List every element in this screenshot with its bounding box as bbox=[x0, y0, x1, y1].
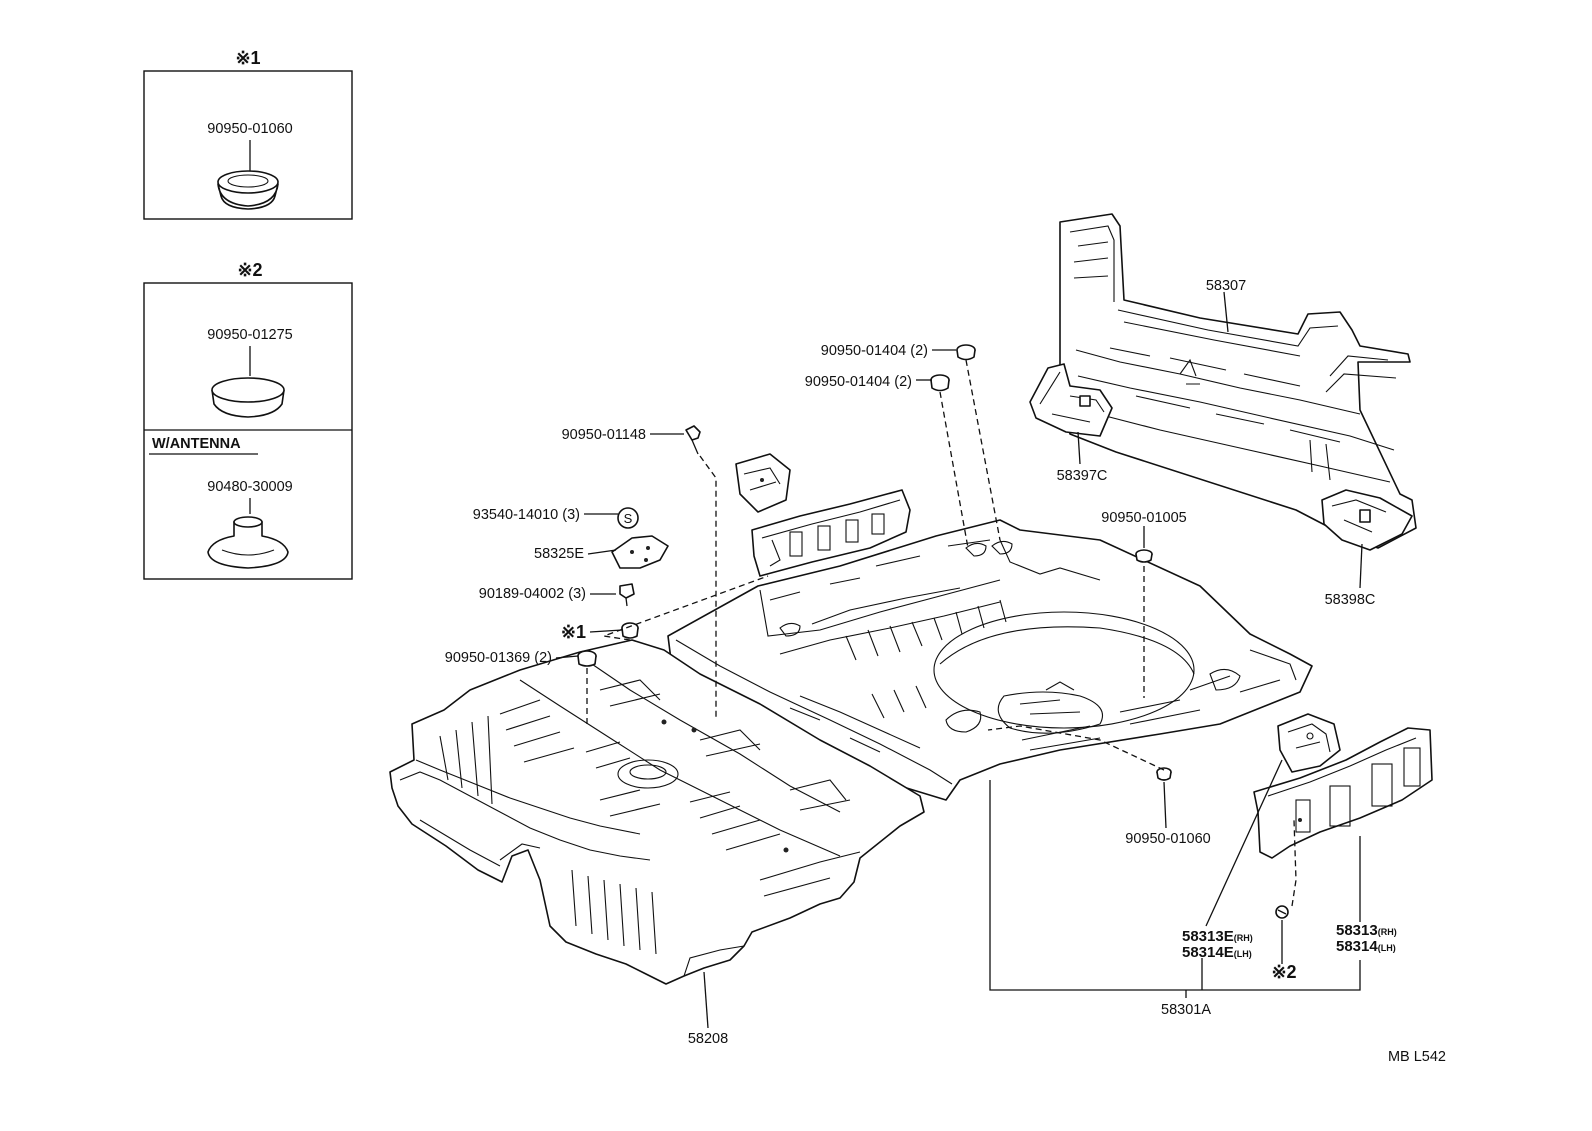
label-58325e: 58325E bbox=[534, 546, 584, 562]
inset-box-2: ※2 90950-01275 W/ANTENNA 90480-30009 bbox=[143, 260, 353, 580]
plug-01060 bbox=[1156, 767, 1172, 781]
label-90189-04002: 90189-04002 (3) bbox=[479, 586, 586, 602]
plug-01404-a bbox=[956, 344, 976, 361]
rear-panel-58307 bbox=[1059, 213, 1417, 549]
label-58301a: 58301A bbox=[1161, 1002, 1211, 1018]
label-58208: 58208 bbox=[688, 1031, 728, 1047]
inset-1-marker: ※1 bbox=[235, 48, 260, 68]
label-58313e: 58313E(RH) bbox=[1182, 928, 1253, 945]
label-90950-01369: 90950-01369 (2) bbox=[445, 650, 552, 666]
label-58313: 58313(RH) bbox=[1336, 922, 1397, 939]
label-ref-2: ※2 bbox=[1271, 962, 1296, 982]
label-58398c: 58398C bbox=[1325, 592, 1376, 608]
label-90950-01060: 90950-01060 bbox=[1125, 831, 1210, 847]
leader-lines bbox=[555, 291, 1363, 1029]
inset-1-frame bbox=[143, 70, 353, 220]
label-90950-01404-b: 90950-01404 (2) bbox=[805, 374, 912, 390]
inset-2-part-label: 90950-01275 bbox=[207, 327, 292, 343]
plug-icon bbox=[211, 377, 285, 418]
label-90950-01005: 90950-01005 bbox=[1101, 510, 1186, 526]
label-90950-01148: 90950-01148 bbox=[562, 427, 646, 443]
small-bracket bbox=[735, 453, 791, 513]
cross-member bbox=[751, 489, 911, 577]
label-58397c: 58397C bbox=[1057, 468, 1108, 484]
plug-01404-b bbox=[930, 374, 950, 392]
callout-labels: 58307 58397C 58398C 90950-01404 (2) 9095… bbox=[445, 278, 1446, 1065]
antenna-part-label: 90480-30009 bbox=[207, 479, 292, 495]
plug-01005 bbox=[1135, 549, 1153, 563]
plug-01369 bbox=[577, 650, 597, 667]
guide-lines bbox=[586, 359, 1297, 907]
label-58314e: 58314E(LH) bbox=[1182, 944, 1252, 961]
s-mark: S bbox=[624, 511, 633, 526]
bracket-58397c bbox=[1029, 363, 1113, 437]
label-90950-01404-a: 90950-01404 (2) bbox=[821, 343, 928, 359]
label-58307: 58307 bbox=[1206, 278, 1246, 294]
label-93540-14010: 93540-14010 (3) bbox=[473, 507, 580, 523]
front-floor-pan bbox=[389, 639, 925, 985]
s-mark-circle: S bbox=[617, 507, 639, 529]
inset-box-1: ※1 90950-01060 bbox=[143, 48, 353, 220]
plug-ref-1 bbox=[621, 622, 639, 639]
inset-1-part-label: 90950-01060 bbox=[207, 121, 292, 137]
bolt-90189 bbox=[619, 583, 635, 607]
rear-bracket-58313e bbox=[1277, 713, 1341, 773]
bolt-01148 bbox=[685, 425, 701, 455]
antenna-section-label: W/ANTENNA bbox=[152, 436, 241, 452]
antenna-grommet-icon bbox=[207, 516, 289, 569]
diagram-code: MB L542 bbox=[1388, 1049, 1446, 1065]
plate-58325e bbox=[611, 535, 669, 569]
label-58314: 58314(LH) bbox=[1336, 938, 1396, 955]
plug-ref-2 bbox=[1275, 905, 1289, 919]
bracket-58398c bbox=[1321, 489, 1413, 551]
inset-2-marker: ※2 bbox=[237, 260, 262, 280]
rear-side-member bbox=[1253, 727, 1433, 859]
label-ref-1: ※1 bbox=[561, 622, 586, 642]
plug-icon bbox=[217, 170, 279, 210]
